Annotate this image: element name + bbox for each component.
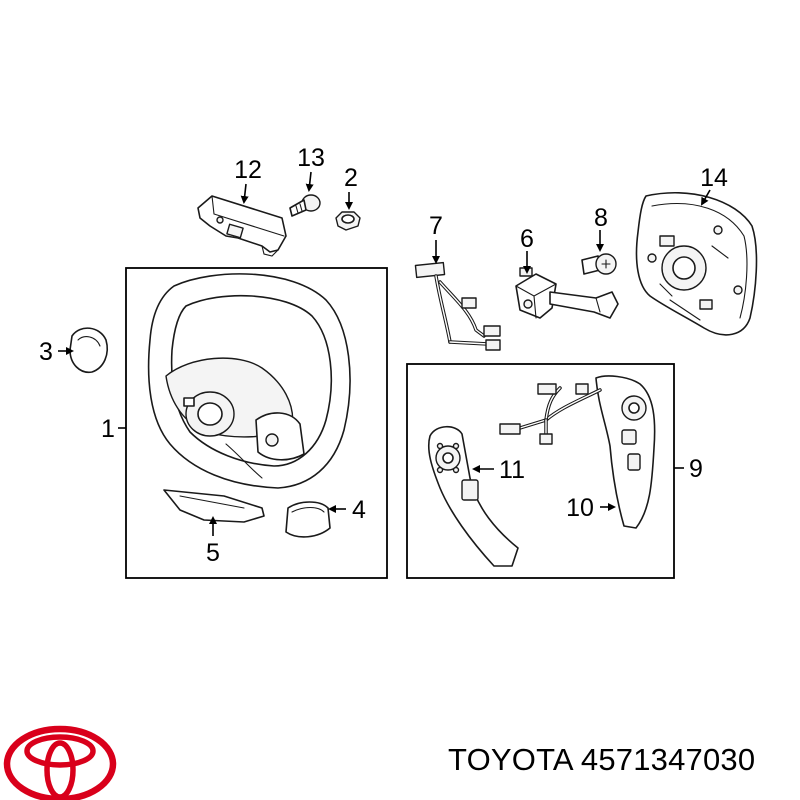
callout-6: 6 xyxy=(520,225,534,253)
callout-10: 10 xyxy=(566,494,594,522)
callout-2: 2 xyxy=(344,164,358,192)
brand-part-number: TOYOTA 4571347030 xyxy=(448,742,756,777)
callout-13: 13 xyxy=(297,144,325,172)
callout-8: 8 xyxy=(594,204,608,232)
part-12-bracket xyxy=(197,195,287,257)
callout-5: 5 xyxy=(206,539,220,567)
part-14-airbag-module xyxy=(635,192,758,336)
callout-1: 1 xyxy=(101,415,115,443)
callout-14: 14 xyxy=(700,164,728,192)
part-3-cap xyxy=(69,327,108,374)
callout-3: 3 xyxy=(39,338,53,366)
toyota-logo-icon xyxy=(3,725,117,800)
part-1-steering-wheel xyxy=(147,273,351,489)
part-4-pad xyxy=(285,501,331,538)
callout-12: 12 xyxy=(234,156,262,184)
callout-4: 4 xyxy=(352,496,366,524)
part-13-bolt xyxy=(289,194,321,217)
part-10-right-switch xyxy=(499,375,656,529)
part-5-lower-cover xyxy=(163,489,265,523)
part-2-nut xyxy=(335,211,361,231)
part-11-left-switch xyxy=(427,425,519,567)
part-8-screw xyxy=(581,253,617,275)
callout-9: 9 xyxy=(689,455,703,483)
switch-group-frame xyxy=(406,363,675,579)
part-7-wire-harness xyxy=(414,261,501,351)
callout-labels: 12 13 2 14 7 6 8 3 1 5 4 9 10 11 xyxy=(39,144,728,567)
callout-7: 7 xyxy=(429,212,443,240)
part-6-cruise-switch xyxy=(515,267,619,319)
callout-11: 11 xyxy=(499,456,525,484)
leader-lines xyxy=(58,171,711,536)
steering-wheel-group-frame xyxy=(125,267,388,579)
